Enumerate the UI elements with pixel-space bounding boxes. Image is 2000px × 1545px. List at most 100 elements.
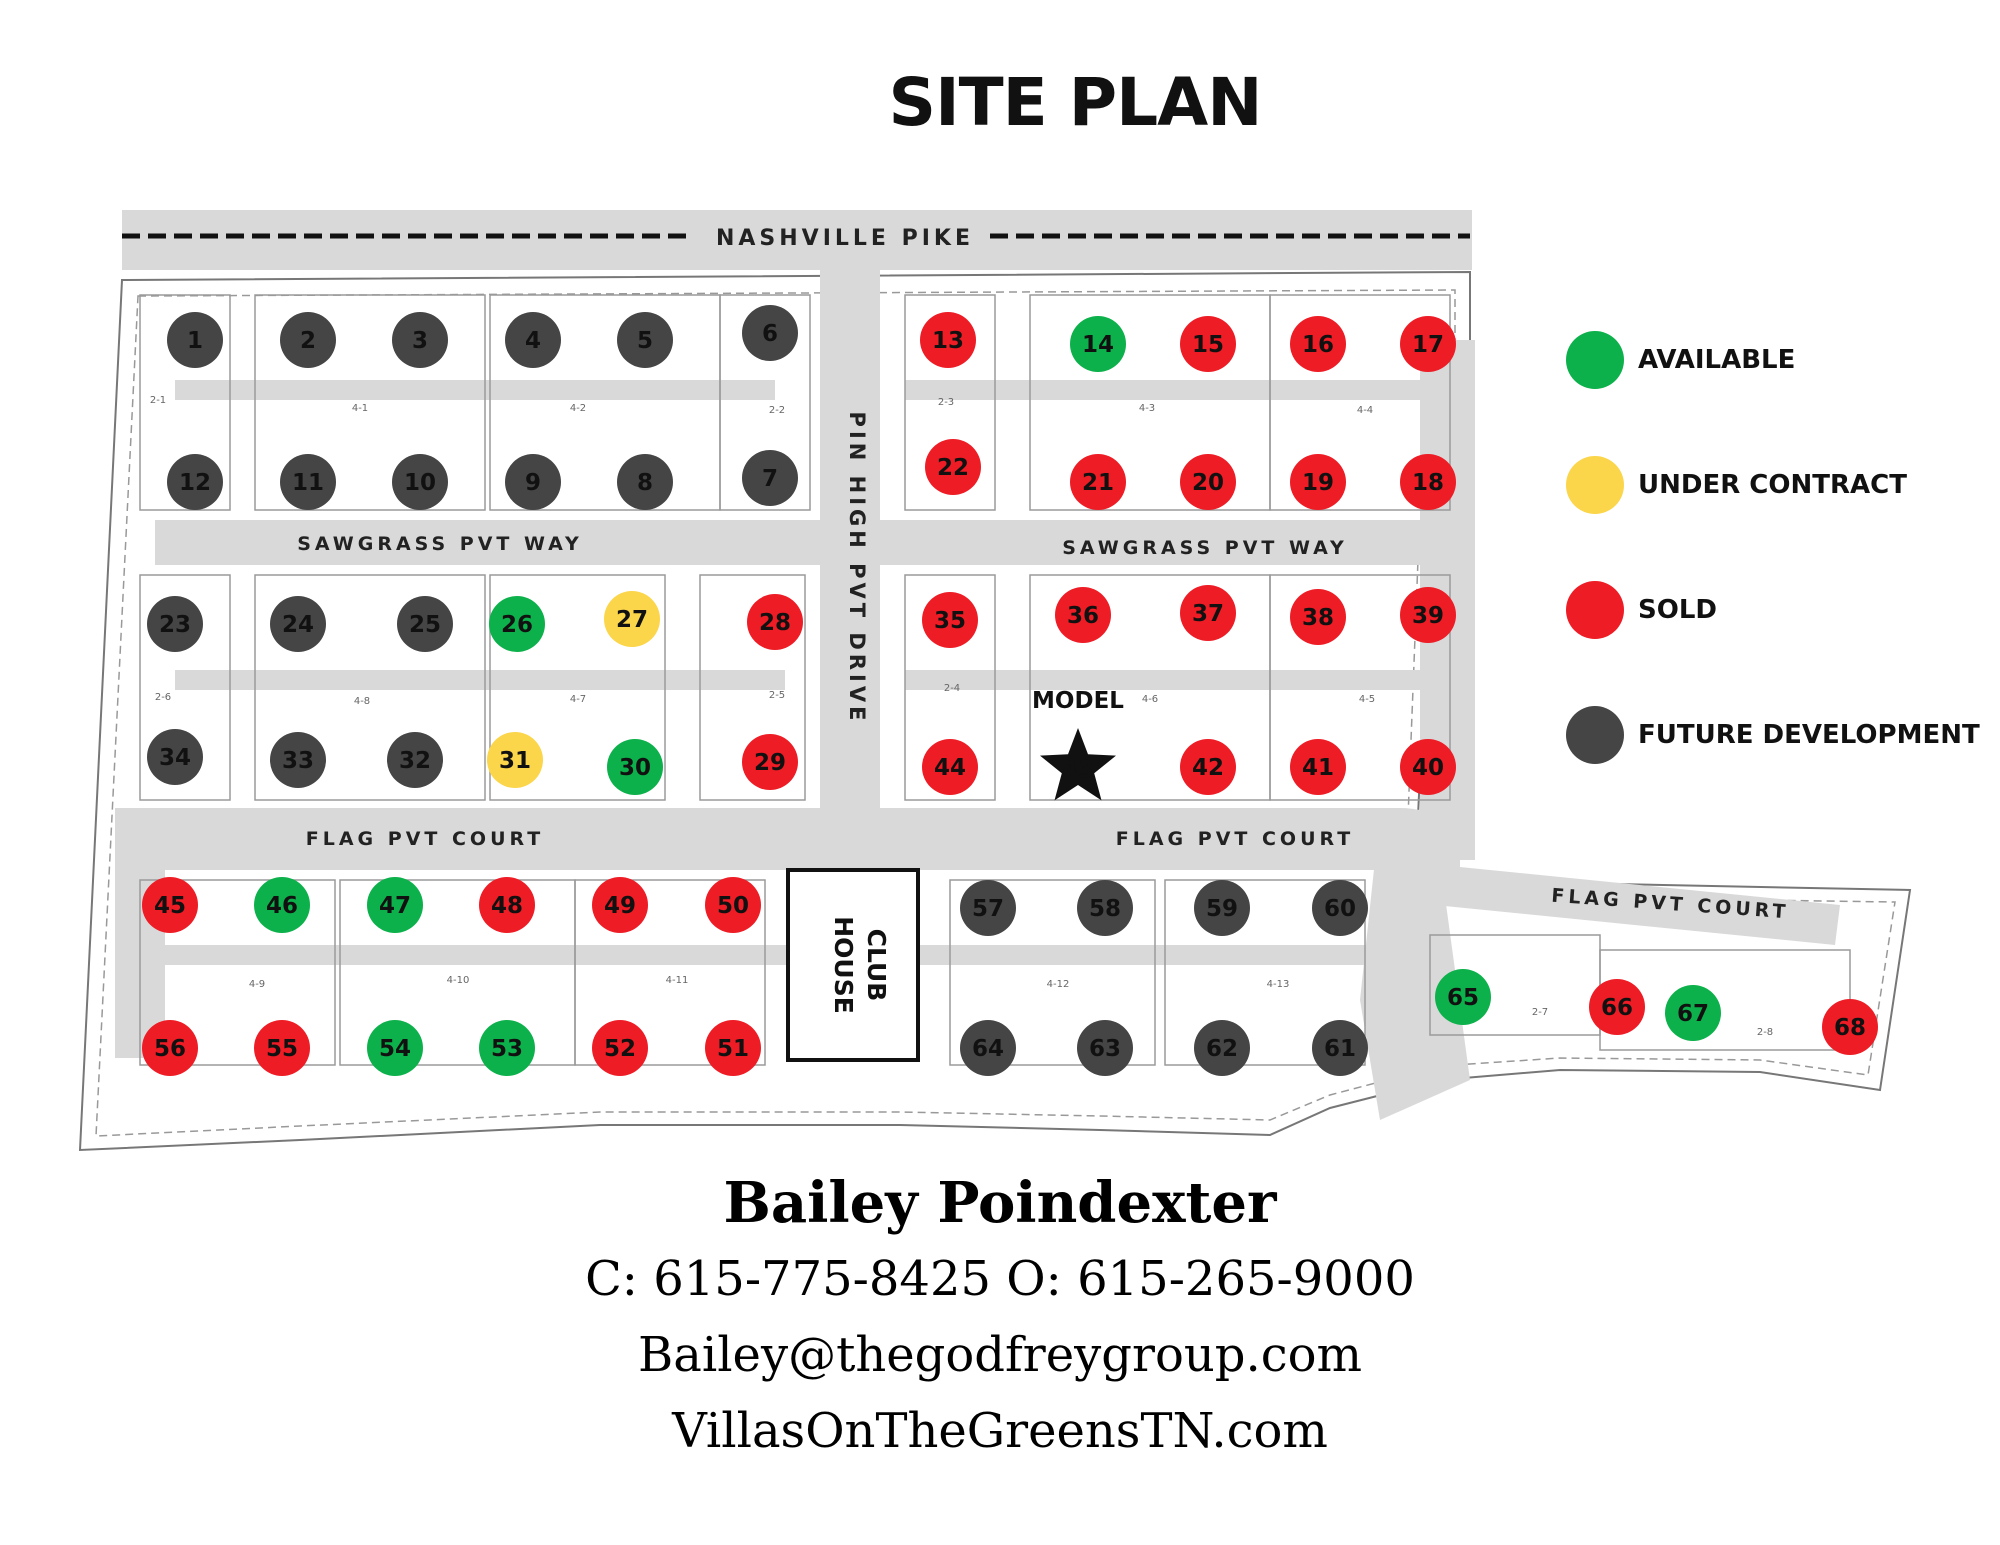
lot-48[interactable]: 48 xyxy=(479,877,535,933)
lot-32[interactable]: 32 xyxy=(387,732,443,788)
lot-number: 5 xyxy=(637,328,653,354)
lot-marker-sold xyxy=(1290,316,1346,372)
lot-44[interactable]: 44 xyxy=(922,739,978,795)
clubhouse-label-line-1: CLUB xyxy=(862,929,891,1002)
lot-49[interactable]: 49 xyxy=(592,877,648,933)
lot-marker-sold xyxy=(1180,454,1236,510)
lot-62[interactable]: 62 xyxy=(1194,1020,1250,1076)
lot-29[interactable]: 29 xyxy=(742,734,798,790)
lot-marker-future xyxy=(387,732,443,788)
lot-33[interactable]: 33 xyxy=(270,732,326,788)
lot-marker-sold xyxy=(479,877,535,933)
lot-56[interactable]: 56 xyxy=(142,1020,198,1076)
lot-67[interactable]: 67 xyxy=(1665,985,1721,1041)
lot-20[interactable]: 20 xyxy=(1180,454,1236,510)
lot-25[interactable]: 25 xyxy=(397,596,453,652)
lot-47[interactable]: 47 xyxy=(367,877,423,933)
lot-35[interactable]: 35 xyxy=(922,592,978,648)
lot-number: 47 xyxy=(379,893,411,919)
lot-marker-sold xyxy=(1822,999,1878,1055)
lot-marker-sold xyxy=(1400,454,1456,510)
website-link[interactable]: VillasOnTheGreensTN.com xyxy=(672,1403,1328,1459)
lot-number: 35 xyxy=(934,608,966,634)
lot-13[interactable]: 13 xyxy=(920,312,976,368)
lot-64[interactable]: 64 xyxy=(960,1020,1016,1076)
building-label-4-4: 4-4 xyxy=(1357,405,1373,416)
connector-right-1 xyxy=(905,380,1450,400)
lot-number: 4 xyxy=(525,328,541,354)
lot-17[interactable]: 17 xyxy=(1400,316,1456,372)
lot-45[interactable]: 45 xyxy=(142,877,198,933)
lot-12[interactable]: 12 xyxy=(167,454,223,510)
lot-16[interactable]: 16 xyxy=(1290,316,1346,372)
lot-27[interactable]: 27 xyxy=(604,591,660,647)
agent-email[interactable]: Bailey@thegodfreygroup.com xyxy=(637,1327,1363,1383)
lot-marker-future xyxy=(147,596,203,652)
lot-60[interactable]: 60 xyxy=(1312,880,1368,936)
lot-58[interactable]: 58 xyxy=(1077,880,1133,936)
lot-65[interactable]: 65 xyxy=(1435,969,1491,1025)
lot-51[interactable]: 51 xyxy=(705,1020,761,1076)
lot-3[interactable]: 3 xyxy=(392,312,448,368)
lot-22[interactable]: 22 xyxy=(925,439,981,495)
lot-53[interactable]: 53 xyxy=(479,1020,535,1076)
lot-24[interactable]: 24 xyxy=(270,596,326,652)
lot-23[interactable]: 23 xyxy=(147,596,203,652)
lot-42[interactable]: 42 xyxy=(1180,739,1236,795)
lot-15[interactable]: 15 xyxy=(1180,316,1236,372)
lot-63[interactable]: 63 xyxy=(1077,1020,1133,1076)
lot-57[interactable]: 57 xyxy=(960,880,1016,936)
lot-1[interactable]: 1 xyxy=(167,312,223,368)
lot-36[interactable]: 36 xyxy=(1055,587,1111,643)
lot-10[interactable]: 10 xyxy=(392,454,448,510)
lot-14[interactable]: 14 xyxy=(1070,316,1126,372)
lot-41[interactable]: 41 xyxy=(1290,739,1346,795)
lot-66[interactable]: 66 xyxy=(1589,979,1645,1035)
lot-43[interactable]: 43 xyxy=(1040,728,1116,801)
building-label-4-12: 4-12 xyxy=(1047,979,1070,990)
lot-39[interactable]: 39 xyxy=(1400,587,1456,643)
lot-marker-sold xyxy=(705,1020,761,1076)
lot-marker-available xyxy=(367,877,423,933)
lot-number: 9 xyxy=(525,470,541,496)
lot-21[interactable]: 21 xyxy=(1070,454,1126,510)
lot-2[interactable]: 2 xyxy=(280,312,336,368)
lot-marker-available xyxy=(1665,985,1721,1041)
lot-5[interactable]: 5 xyxy=(617,312,673,368)
lot-52[interactable]: 52 xyxy=(592,1020,648,1076)
lot-marker-future xyxy=(270,732,326,788)
lot-6[interactable]: 6 xyxy=(742,305,798,361)
lot-50[interactable]: 50 xyxy=(705,877,761,933)
lot-9[interactable]: 9 xyxy=(505,454,561,510)
lot-38[interactable]: 38 xyxy=(1290,589,1346,645)
lot-11[interactable]: 11 xyxy=(280,454,336,510)
lot-19[interactable]: 19 xyxy=(1290,454,1346,510)
lot-marker-under_contract xyxy=(487,732,543,788)
lot-7[interactable]: 7 xyxy=(742,450,798,506)
lot-number: 66 xyxy=(1601,995,1633,1021)
lot-31[interactable]: 31 xyxy=(487,732,543,788)
lot-18[interactable]: 18 xyxy=(1400,454,1456,510)
lot-37[interactable]: 37 xyxy=(1180,585,1236,641)
lot-marker-sold xyxy=(1055,587,1111,643)
lot-68[interactable]: 68 xyxy=(1822,999,1878,1055)
building-label-4-7: 4-7 xyxy=(570,694,586,705)
lot-55[interactable]: 55 xyxy=(254,1020,310,1076)
lot-40[interactable]: 40 xyxy=(1400,739,1456,795)
lot-46[interactable]: 46 xyxy=(254,877,310,933)
model-label: MODEL xyxy=(1032,688,1124,714)
lot-54[interactable]: 54 xyxy=(367,1020,423,1076)
lot-28[interactable]: 28 xyxy=(747,594,803,650)
lot-marker-sold xyxy=(1400,587,1456,643)
lot-30[interactable]: 30 xyxy=(607,739,663,795)
lot-34[interactable]: 34 xyxy=(147,729,203,785)
lot-number: 24 xyxy=(282,612,314,638)
lot-number: 28 xyxy=(759,610,791,636)
lot-4[interactable]: 4 xyxy=(505,312,561,368)
lot-26[interactable]: 26 xyxy=(489,596,545,652)
lot-8[interactable]: 8 xyxy=(617,454,673,510)
lot-number: 68 xyxy=(1834,1015,1866,1041)
lot-61[interactable]: 61 xyxy=(1312,1020,1368,1076)
lot-59[interactable]: 59 xyxy=(1194,880,1250,936)
nashville-pike-label: NASHVILLE PIKE xyxy=(716,226,974,251)
